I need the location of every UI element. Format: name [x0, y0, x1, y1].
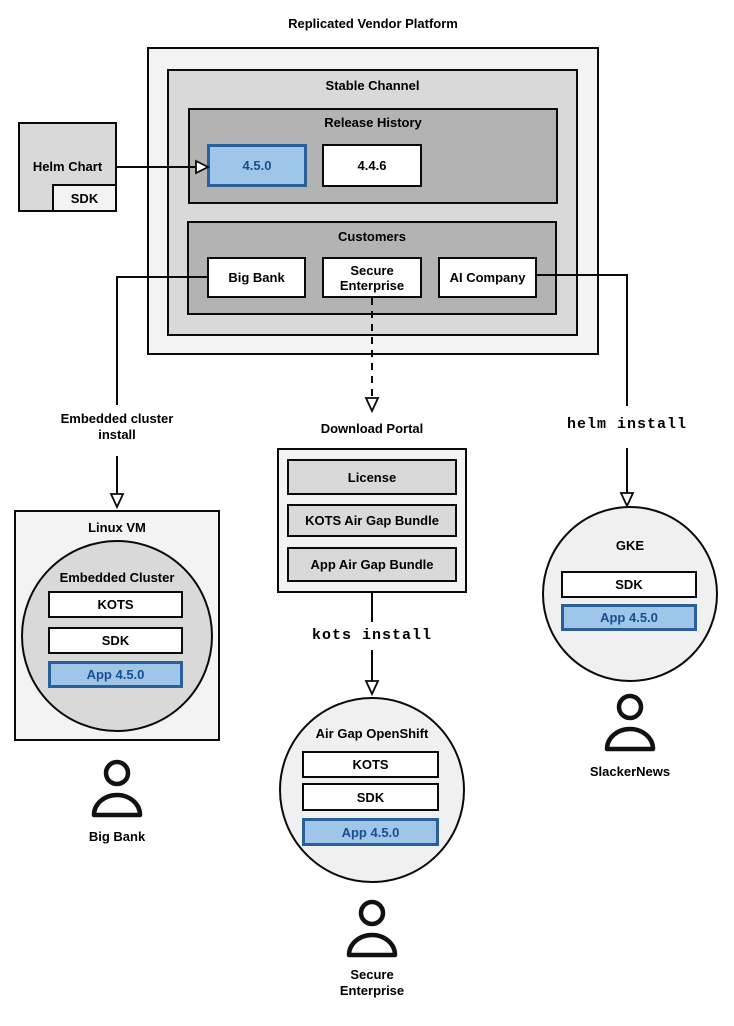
- app-airgap-bundle-label: App Air Gap Bundle: [310, 557, 434, 572]
- helm-chart-sdk-label: SDK: [70, 190, 99, 206]
- embedded-app-label: App 4.5.0: [86, 667, 145, 682]
- release-current-version: 4.5.0: [242, 158, 272, 173]
- linux-vm-label: Linux VM: [88, 520, 146, 535]
- secure-enterprise-user-icon: [346, 899, 398, 958]
- helm-chart-sdk-box: SDK: [52, 184, 117, 212]
- customer-big-bank-label: Big Bank: [228, 270, 285, 285]
- airgap-app-box: App 4.5.0: [302, 818, 439, 846]
- license-label: License: [347, 469, 397, 485]
- kots-install-command: kots install: [311, 627, 433, 644]
- embedded-sdk-box: SDK: [48, 627, 183, 654]
- customer-big-bank: Big Bank: [207, 257, 306, 298]
- release-box-current: 4.5.0: [207, 144, 307, 187]
- gke-sdk-label: SDK: [615, 577, 643, 592]
- slackernews-user-icon: [604, 693, 656, 752]
- airgap-kots-box: KOTS: [302, 751, 439, 778]
- helm-chart-label: Helm Chart: [32, 159, 103, 174]
- customer-secure-enterprise-label: Secure Enterprise: [339, 262, 405, 293]
- big-bank-user-label: Big Bank: [88, 829, 146, 844]
- release-box-previous: 4.4.6: [322, 144, 422, 187]
- customers-label: Customers: [338, 229, 406, 244]
- airgap-sdk-box: SDK: [302, 783, 439, 811]
- kots-airgap-bundle-label: KOTS Air Gap Bundle: [305, 513, 439, 528]
- release-history-label: Release History: [324, 115, 422, 130]
- embedded-kots-box: KOTS: [48, 591, 183, 618]
- customer-ai-company: AI Company: [438, 257, 537, 298]
- slackernews-user-label: SlackerNews: [589, 764, 671, 779]
- customer-ai-company-label: AI Company: [449, 270, 526, 285]
- gke-sdk-box: SDK: [561, 571, 697, 598]
- gke-app-label: App 4.5.0: [600, 610, 658, 625]
- customer-secure-enterprise: Secure Enterprise: [322, 257, 422, 298]
- arrowhead-embedded-install: [109, 493, 125, 510]
- embedded-kots-label: KOTS: [97, 597, 134, 612]
- arrowhead-download-portal: [364, 397, 380, 414]
- gke-app-box: App 4.5.0: [561, 604, 697, 631]
- secure-enterprise-user-label: Secure Enterprise: [339, 967, 405, 998]
- airgap-openshift-label: Air Gap OpenShift: [315, 726, 429, 741]
- release-previous-version: 4.4.6: [357, 158, 387, 173]
- app-airgap-bundle-box: App Air Gap Bundle: [287, 547, 457, 582]
- kots-airgap-bundle-box: KOTS Air Gap Bundle: [287, 504, 457, 537]
- arrowhead-helm-install: [619, 492, 635, 509]
- airgap-app-label: App 4.5.0: [341, 824, 400, 840]
- big-bank-user-icon: [91, 759, 143, 818]
- arrowhead-kots-install: [364, 680, 380, 697]
- airgap-kots-label: KOTS: [352, 757, 389, 772]
- stable-channel-label: Stable Channel: [325, 78, 420, 93]
- embedded-cluster-label: Embedded Cluster: [59, 570, 175, 585]
- embedded-install-label: Embedded cluster install: [60, 411, 174, 442]
- helm-install-command: helm install: [566, 416, 688, 433]
- diagram-title: Replicated Vendor Platform: [288, 16, 458, 31]
- license-box: License: [287, 459, 457, 495]
- embedded-sdk-label: SDK: [101, 633, 130, 648]
- download-portal-label: Download Portal: [320, 421, 424, 436]
- airgap-sdk-label: SDK: [356, 789, 385, 805]
- gke-label: GKE: [615, 538, 645, 553]
- embedded-app-box: App 4.5.0: [48, 661, 183, 688]
